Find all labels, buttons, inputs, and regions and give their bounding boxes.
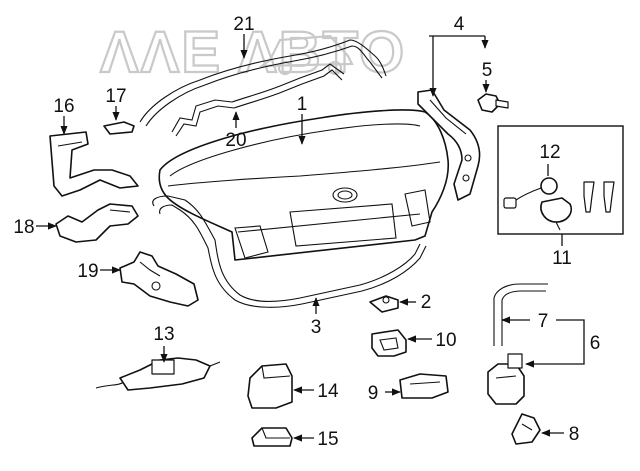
watermark-logo: ΛΛΕ ΛΒΤΟ bbox=[99, 19, 406, 86]
part-14-switch bbox=[247, 363, 293, 409]
watermark-text: ΛΛΕ ΛΒΤΟ bbox=[100, 20, 406, 85]
part-18-bracket bbox=[55, 203, 139, 243]
part-5-bolt bbox=[477, 93, 509, 113]
callout-10: 10 bbox=[435, 330, 456, 351]
callout-12: 12 bbox=[539, 142, 560, 163]
part-19-latch bbox=[119, 251, 199, 307]
callout-17: 17 bbox=[105, 86, 126, 107]
lamp-bulbs bbox=[583, 181, 615, 213]
callout-3: 3 bbox=[311, 317, 322, 338]
callout-19: 19 bbox=[77, 261, 98, 282]
watermark-car-icon bbox=[258, 34, 354, 76]
part-15-pad bbox=[251, 427, 293, 447]
part-12-socket bbox=[503, 177, 572, 231]
part-13-actuator bbox=[95, 357, 221, 391]
callout-16: 16 bbox=[53, 96, 74, 117]
part-6-lock-actuator bbox=[487, 353, 525, 405]
part-3-weatherstrip bbox=[152, 195, 427, 308]
callout-4: 4 bbox=[454, 14, 465, 35]
callout-20: 20 bbox=[225, 130, 246, 151]
callout-21: 21 bbox=[233, 14, 254, 35]
callout-18: 18 bbox=[13, 217, 34, 238]
callout-6: 6 bbox=[590, 333, 601, 354]
callout-13: 13 bbox=[153, 324, 174, 345]
part-1-trunk-lid bbox=[158, 109, 450, 261]
callout-9: 9 bbox=[368, 383, 379, 404]
part-2-clip bbox=[369, 295, 399, 313]
part-21-wire-harness bbox=[139, 39, 387, 127]
callout-5: 5 bbox=[482, 60, 493, 81]
part-10-bezel bbox=[371, 329, 407, 357]
callout-labels: 21 1 4 5 16 17 20 12 11 18 19 3 2 13 10 … bbox=[13, 14, 600, 450]
callout-8: 8 bbox=[569, 424, 580, 445]
callout-14: 14 bbox=[317, 381, 339, 402]
callout-7: 7 bbox=[538, 311, 549, 332]
part-17-pad bbox=[103, 121, 135, 135]
callout-1: 1 bbox=[297, 94, 308, 115]
part-9-handle bbox=[399, 373, 449, 399]
part-4-hinge bbox=[417, 89, 481, 201]
callout-15: 15 bbox=[317, 429, 338, 450]
callout-11: 11 bbox=[552, 248, 572, 269]
part-7-rod bbox=[493, 283, 548, 346]
callout-2: 2 bbox=[421, 292, 432, 313]
part-8-bumper bbox=[511, 413, 541, 445]
part-11-lamp-box bbox=[497, 125, 624, 235]
part-20-wire-harness bbox=[171, 63, 345, 137]
part-16-bracket bbox=[49, 131, 139, 197]
leader-lines bbox=[36, 34, 585, 442]
